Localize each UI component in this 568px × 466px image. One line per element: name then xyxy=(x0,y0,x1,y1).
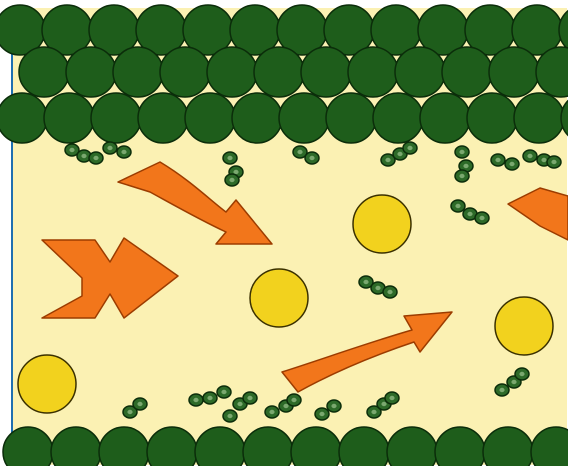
fragment-highlight xyxy=(291,398,296,402)
yellow-particle xyxy=(353,195,411,253)
upper-membrane-sphere xyxy=(301,47,351,97)
yellow-particle xyxy=(18,355,76,413)
fragment-highlight xyxy=(81,154,86,158)
fragment-highlight xyxy=(463,164,468,168)
upper-membrane-sphere xyxy=(395,47,445,97)
yellow-particle xyxy=(495,297,553,355)
upper-membrane-sphere xyxy=(489,47,539,97)
upper-membrane-sphere xyxy=(514,93,564,143)
fragment-highlight xyxy=(407,146,412,150)
upper-membrane-sphere xyxy=(0,93,47,143)
fragment-highlight xyxy=(459,174,464,178)
fragment-highlight xyxy=(221,390,226,394)
fragment-highlight xyxy=(389,396,394,400)
upper-membrane-sphere xyxy=(19,47,69,97)
yellow-particle xyxy=(250,269,308,327)
upper-membrane-sphere xyxy=(348,47,398,97)
upper-membrane-sphere xyxy=(279,93,329,143)
fragment-highlight xyxy=(309,156,314,160)
fragment-highlight xyxy=(527,154,532,158)
upper-membrane-sphere xyxy=(113,47,163,97)
fragment-highlight xyxy=(121,150,126,154)
fragment-highlight xyxy=(227,156,232,160)
fragment-highlight xyxy=(69,148,74,152)
upper-membrane-sphere xyxy=(254,47,304,97)
fragment-highlight xyxy=(381,402,386,406)
upper-membrane-sphere xyxy=(232,93,282,143)
fragment-highlight xyxy=(455,204,460,208)
upper-membrane-sphere xyxy=(326,93,376,143)
fragment-highlight xyxy=(193,398,198,402)
fragment-highlight xyxy=(127,410,132,414)
fragment-highlight xyxy=(397,152,402,156)
fragment-highlight xyxy=(371,410,376,414)
fragment-highlight xyxy=(297,150,302,154)
fragment-highlight xyxy=(93,156,98,160)
upper-membrane-sphere xyxy=(138,93,188,143)
fragment-highlight xyxy=(495,158,500,162)
upper-membrane-sphere xyxy=(66,47,116,97)
fragment-highlight xyxy=(137,402,142,406)
fragment-highlight xyxy=(459,150,464,154)
fragment-highlight xyxy=(319,412,324,416)
fragment-highlight xyxy=(237,402,242,406)
upper-membrane-sphere xyxy=(373,93,423,143)
upper-membrane-sphere xyxy=(467,93,517,143)
fragment-highlight xyxy=(207,396,212,400)
fragment-highlight xyxy=(467,212,472,216)
fragment-highlight xyxy=(247,396,252,400)
fragment-highlight xyxy=(227,414,232,418)
fragment-highlight xyxy=(499,388,504,392)
upper-membrane-layer xyxy=(0,5,568,143)
fragment-highlight xyxy=(107,146,112,150)
fragment-highlight xyxy=(479,216,484,220)
fragment-highlight xyxy=(363,280,368,284)
upper-membrane-sphere xyxy=(91,93,141,143)
fragment-highlight xyxy=(269,410,274,414)
fragment-highlight xyxy=(385,158,390,162)
upper-membrane-sphere xyxy=(160,47,210,97)
fragment-highlight xyxy=(283,404,288,408)
upper-membrane-sphere xyxy=(207,47,257,97)
fragment-highlight xyxy=(551,160,556,164)
fragment-highlight xyxy=(509,162,514,166)
fragment-highlight xyxy=(541,158,546,162)
fragment-highlight xyxy=(387,290,392,294)
upper-membrane-sphere xyxy=(420,93,470,143)
upper-membrane-sphere xyxy=(44,93,94,143)
fragment-highlight xyxy=(375,286,380,290)
upper-membrane-sphere xyxy=(442,47,492,97)
fragment-highlight xyxy=(331,404,336,408)
fragment-highlight xyxy=(229,178,234,182)
upper-membrane-sphere xyxy=(185,93,235,143)
fragment-highlight xyxy=(511,380,516,384)
fragment-highlight xyxy=(519,372,524,376)
